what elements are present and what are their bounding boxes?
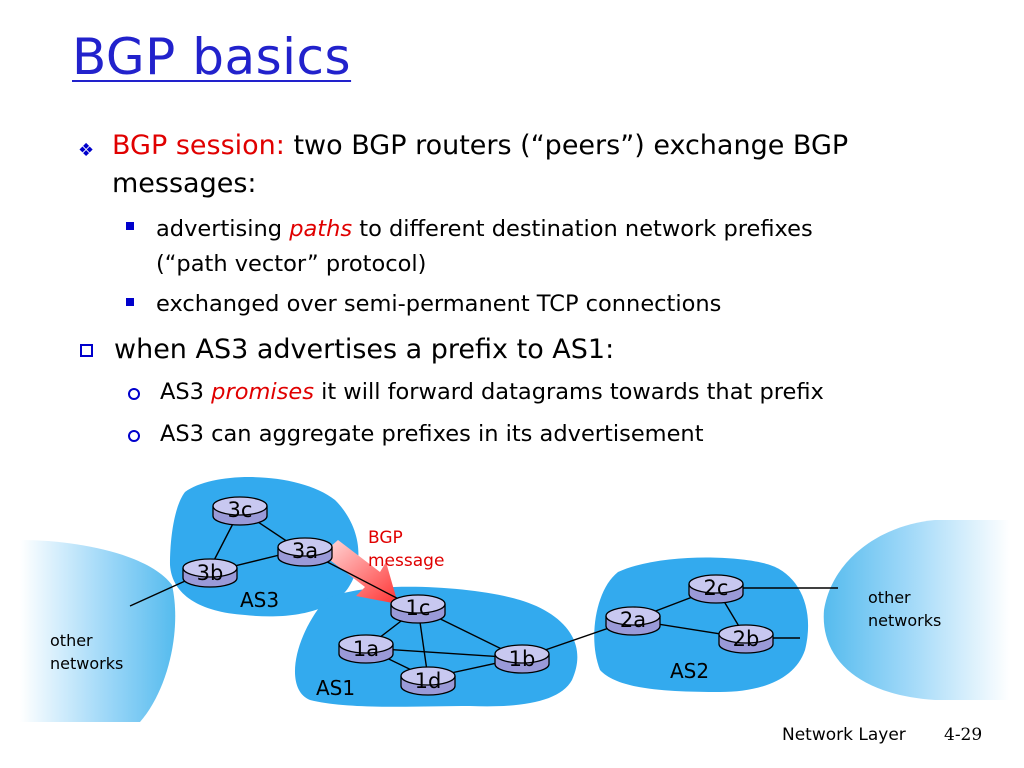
bullet-2a-post: it will forward datagrams towards that p… [313,379,824,405]
bullet-1-text: two BGP routers (“peers”) exchange BGP [284,130,849,161]
footer-label: Network Layer [782,725,906,745]
other-networks-left-label-1: other [50,631,93,650]
router-3b [182,558,238,588]
other-networks-right-label-1: other [868,588,911,607]
bullet-2a-pre: AS3 [160,379,212,405]
other-networks-left-label-2: networks [50,654,123,673]
router-1a [338,634,394,664]
router-1b [494,644,550,674]
square-bullet-icon [126,298,134,306]
checkbox-bullet-icon [80,344,93,357]
bullet-1a-pre: advertising [156,216,290,242]
other-networks-right-label-2: networks [868,611,941,630]
router-label-2c: 2c [704,576,729,600]
bullet-1a-line-2: (“path vector” protocol) [156,251,427,277]
bullet-1-line-2: messages: [112,168,257,199]
diamond-bullet-icon: ❖ [78,140,95,161]
other-networks-right-cloud [823,520,1010,700]
router-label-1b: 1b [509,647,536,671]
as1-label: AS1 [316,676,355,700]
bullet-1-line-1: BGP session: two BGP routers (“peers”) e… [112,130,848,161]
as2-cloud [594,557,809,692]
as2-label: AS2 [670,659,709,683]
bgp-session-term: BGP session: [112,130,285,161]
other-networks-left-cloud [20,540,176,722]
bgp-message-label-1: BGP [368,528,403,548]
circle-bullet-icon [128,388,140,400]
promises-term: promises [211,379,314,405]
circle-bullet-icon [128,430,140,442]
router-label-1a: 1a [353,637,379,661]
router-2c [688,574,744,604]
router-3a [277,537,333,567]
bullet-1a-post: to different destination network prefixe… [352,216,813,242]
bullet-1a-line-1: advertising paths to different destinati… [156,216,813,242]
square-bullet-icon [126,222,134,230]
paths-term: paths [289,216,353,242]
router-1c [390,594,446,624]
router-2b [718,624,774,654]
router-label-2a: 2a [620,608,646,632]
router-1d [400,666,456,696]
as3-label: AS3 [240,588,279,612]
bullet-2: when AS3 advertises a prefix to AS1: [114,334,615,365]
router-2a [605,606,661,636]
router-label-3a: 3a [292,539,318,563]
router-label-1d: 1d [415,669,442,693]
bullet-2a: AS3 promises it will forward datagrams t… [160,379,824,405]
bullet-2b: AS3 can aggregate prefixes in its advert… [160,421,704,447]
router-label-1c: 1c [406,596,431,620]
slide-title: BGP basics [72,28,352,86]
bullet-1b: exchanged over semi-permanent TCP connec… [156,291,722,317]
bgp-message-label-2: message [368,551,444,571]
router-3c [212,496,268,526]
bgp-message-arrow [322,540,398,604]
router-label-3b: 3b [197,561,224,585]
as1-cloud [294,586,578,707]
router-label-3c: 3c [228,498,253,522]
router-label-2b: 2b [733,627,760,651]
page-number: 4-29 [944,725,983,745]
